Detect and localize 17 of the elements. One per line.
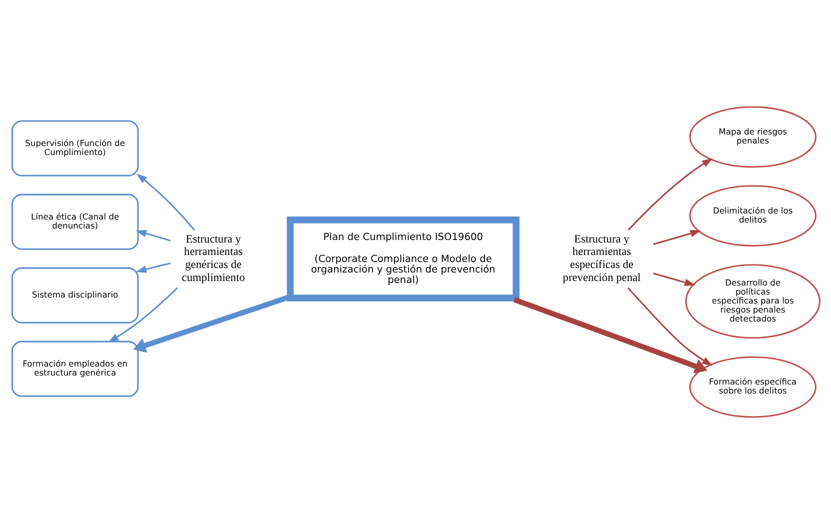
node-box: Supervisión (Función de Cumplimiento) [10,120,138,176]
arrow [135,230,170,242]
arrow [512,297,707,374]
node-box: Formación empleados en estructura genérica [10,340,138,397]
node-box: Plan de Cumplimiento ISO19600 (Corporate Compliance o Modelo de organización y gestión de prevención penal) [286,216,520,302]
arrow [652,230,701,246]
arrow [135,262,170,273]
node-text: Estructura y herramientas genéricas de cumplimiento [181,233,244,284]
arrow [626,287,712,366]
arrow [627,158,712,231]
node-box: Línea ética (Canal de denuncias) [10,194,138,250]
arrow [108,287,178,343]
arrow [132,294,289,353]
arrow [136,174,194,230]
arrow [652,272,695,286]
node-box: Sistema disciplinario [10,267,138,324]
node-text: Estructura y herramientas específicas de prevención penal [562,233,640,284]
